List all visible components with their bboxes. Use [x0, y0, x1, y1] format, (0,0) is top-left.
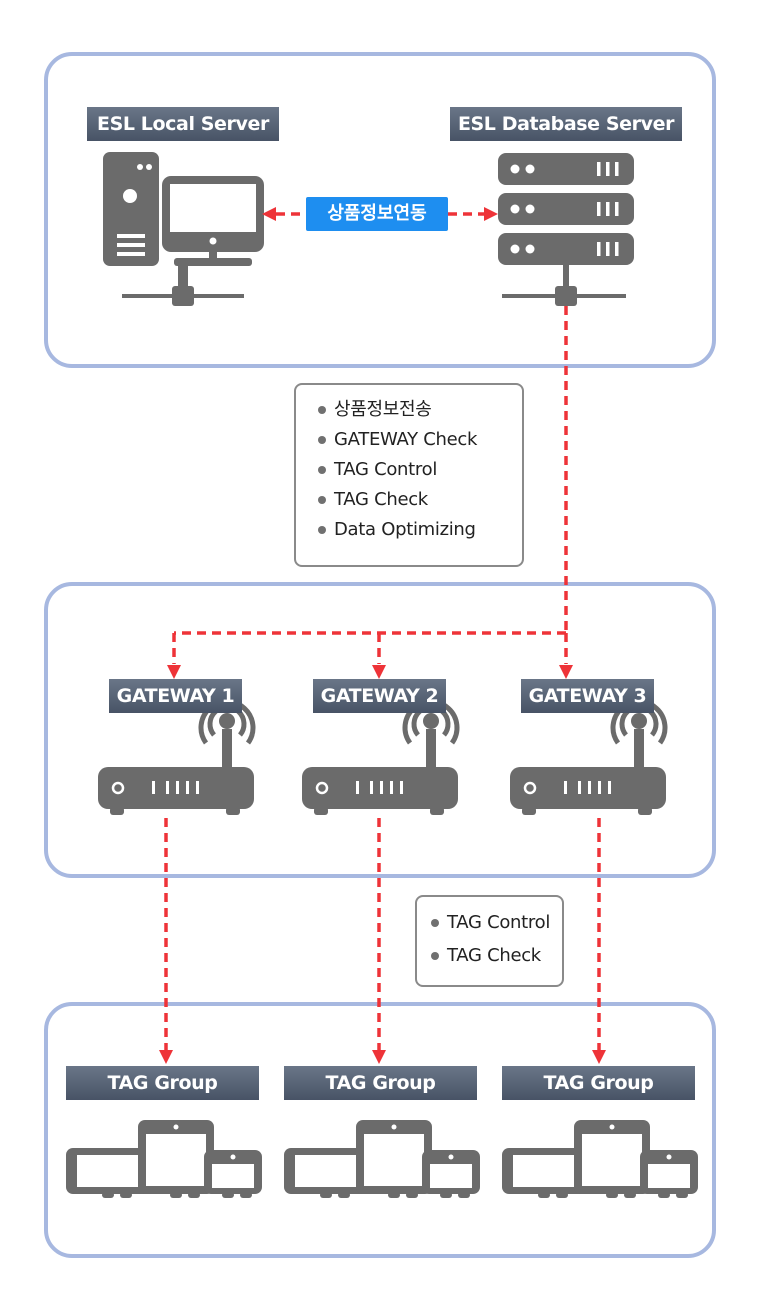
tag-group-3-devices-icon: [502, 1120, 698, 1198]
gateway-2-router-icon: [302, 702, 458, 815]
gateway-3-label: GATEWAY 3: [521, 679, 654, 713]
local-server-label: ESL Local Server: [87, 107, 279, 141]
command-item: GATEWAY Check: [316, 425, 508, 455]
tag-group-2-devices-icon: [284, 1120, 480, 1198]
tag-group-1-label: TAG Group: [66, 1066, 259, 1100]
server-commands-box: 상품정보전송 GATEWAY Check TAG Control TAG Che…: [294, 383, 524, 567]
command-item: TAG Control: [429, 906, 552, 939]
database-server-rack-icon: [498, 153, 634, 306]
command-item: 상품정보전송: [316, 395, 508, 425]
tag-group-1-devices-icon: [66, 1120, 262, 1198]
command-item: TAG Control: [316, 455, 508, 485]
gateway-2-label: GATEWAY 2: [313, 679, 446, 713]
command-item: Data Optimizing: [316, 515, 508, 545]
sync-label: 상품정보연동: [306, 197, 448, 231]
gateway-commands-box: TAG Control TAG Check: [415, 895, 564, 987]
database-server-label: ESL Database Server: [450, 107, 682, 141]
tag-group-2-label: TAG Group: [284, 1066, 477, 1100]
tag-group-3-label: TAG Group: [502, 1066, 695, 1100]
gateway-1-label: GATEWAY 1: [109, 679, 242, 713]
local-server-computer-icon: [103, 152, 264, 306]
command-item: TAG Check: [429, 939, 552, 972]
command-item: TAG Check: [316, 485, 508, 515]
gateway-to-tag-arrows: [164, 818, 601, 1050]
database-to-gateways-arrow: [172, 306, 568, 664]
gateway-3-router-icon: [510, 702, 666, 815]
tag-group-arrowheads: [159, 1050, 606, 1064]
gateway-arrowheads: [167, 665, 573, 679]
gateway-1-router-icon: [98, 702, 254, 815]
sync-arrow: [262, 207, 498, 221]
